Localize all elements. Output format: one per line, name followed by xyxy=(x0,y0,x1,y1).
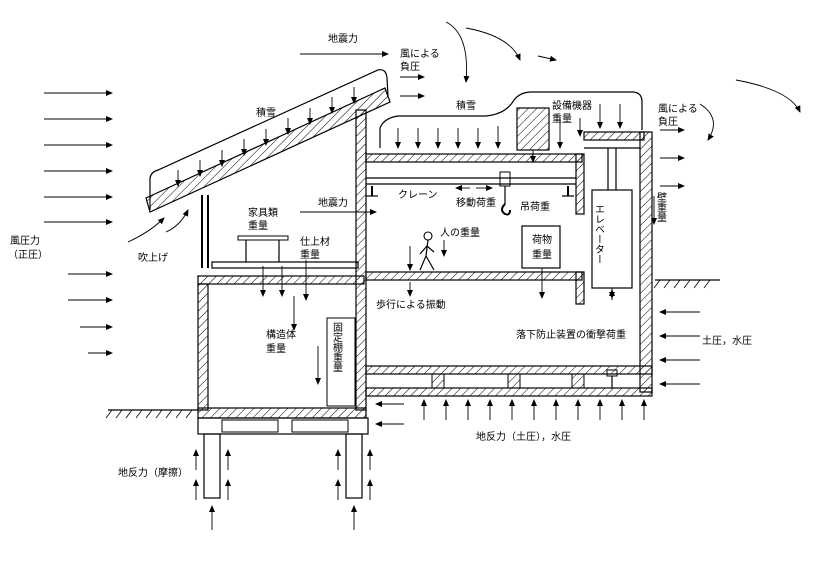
label-snow-flat: 積雪 xyxy=(456,99,476,112)
sloped-roof xyxy=(145,69,391,213)
label-uplift: 吹上げ xyxy=(138,251,168,264)
label-wind-negative-left-2: 負圧 xyxy=(400,61,420,73)
label-wind-negative-left-1: 風による xyxy=(400,48,440,60)
left-building xyxy=(197,109,369,499)
label-cargo-1: 荷物 xyxy=(532,233,552,246)
load-arrows xyxy=(44,21,801,530)
label-wind-pressure-1: 風圧力 xyxy=(10,234,40,247)
ground-lines xyxy=(105,279,720,419)
label-cargo-2: 重量 xyxy=(532,248,552,261)
label-hanging-load: 吊荷重 xyxy=(520,200,550,213)
label-seismic-mid: 地震力 xyxy=(318,196,348,209)
label-earth-water-right: 土圧，水圧 xyxy=(702,334,752,347)
label-equipment-2: 重量 xyxy=(552,112,572,125)
label-moving-load: 移動荷重 xyxy=(456,196,496,209)
label-equipment-1: 設備機器 xyxy=(552,99,592,112)
label-ground-reaction: 地反力（土圧），水圧 xyxy=(476,430,571,443)
label-furniture-1: 家具類 xyxy=(248,206,278,219)
label-person-weight: 人の重量 xyxy=(440,226,480,239)
label-wind-pressure-2: （正圧） xyxy=(8,249,48,261)
label-wind-negative-right-1: 風による xyxy=(658,103,698,115)
diagram-labels: 地震力 風による 負圧 積雪 積雪 設備機器 重量 風による 負圧 クレーン 移… xyxy=(8,32,752,479)
label-fixed-shelf: 固定棚重量 xyxy=(331,322,343,372)
right-building xyxy=(365,91,653,397)
label-elevator: エレベーター xyxy=(593,204,605,264)
label-crane: クレーン xyxy=(398,189,438,201)
label-wall-weight: 壁重量 xyxy=(655,191,667,222)
label-walking-vibration: 歩行による振動 xyxy=(376,298,446,311)
label-wind-negative-right-2: 負圧 xyxy=(658,116,678,128)
label-furniture-2: 重量 xyxy=(248,219,268,232)
label-fall-impact: 落下防止装置の衝撃荷重 xyxy=(516,328,626,341)
label-structure-2: 重量 xyxy=(266,342,286,355)
label-snow-roof: 積雪 xyxy=(256,106,276,119)
label-structure-1: 構造体 xyxy=(266,328,296,341)
label-friction-reaction: 地反力（摩擦） xyxy=(118,466,188,479)
label-finish-1: 仕上材 xyxy=(300,235,330,248)
label-seismic-top: 地震力 xyxy=(328,32,358,45)
label-finish-2: 重量 xyxy=(300,248,320,261)
